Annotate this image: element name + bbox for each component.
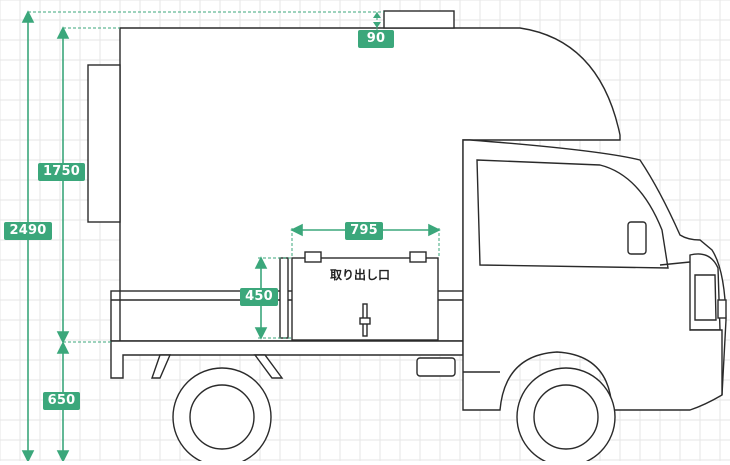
cab [462,139,727,411]
cargo-box [87,10,621,293]
total-height-badge: 2490 [4,222,52,240]
hatch-height-badge: 450 [240,288,278,306]
chassis [110,340,464,379]
deck-height-badge: 650 [43,392,80,410]
roof-arrows [373,12,381,28]
hatch-panel [279,251,439,341]
hatch-width-badge: 795 [345,222,383,240]
cabin-height-badge: 1750 [38,163,85,181]
roof-protrusion-badge: 90 [358,30,394,48]
rear-wheel [172,367,272,465]
front-wheel [516,367,616,465]
hatch-label: 取り出し口 [330,268,391,282]
